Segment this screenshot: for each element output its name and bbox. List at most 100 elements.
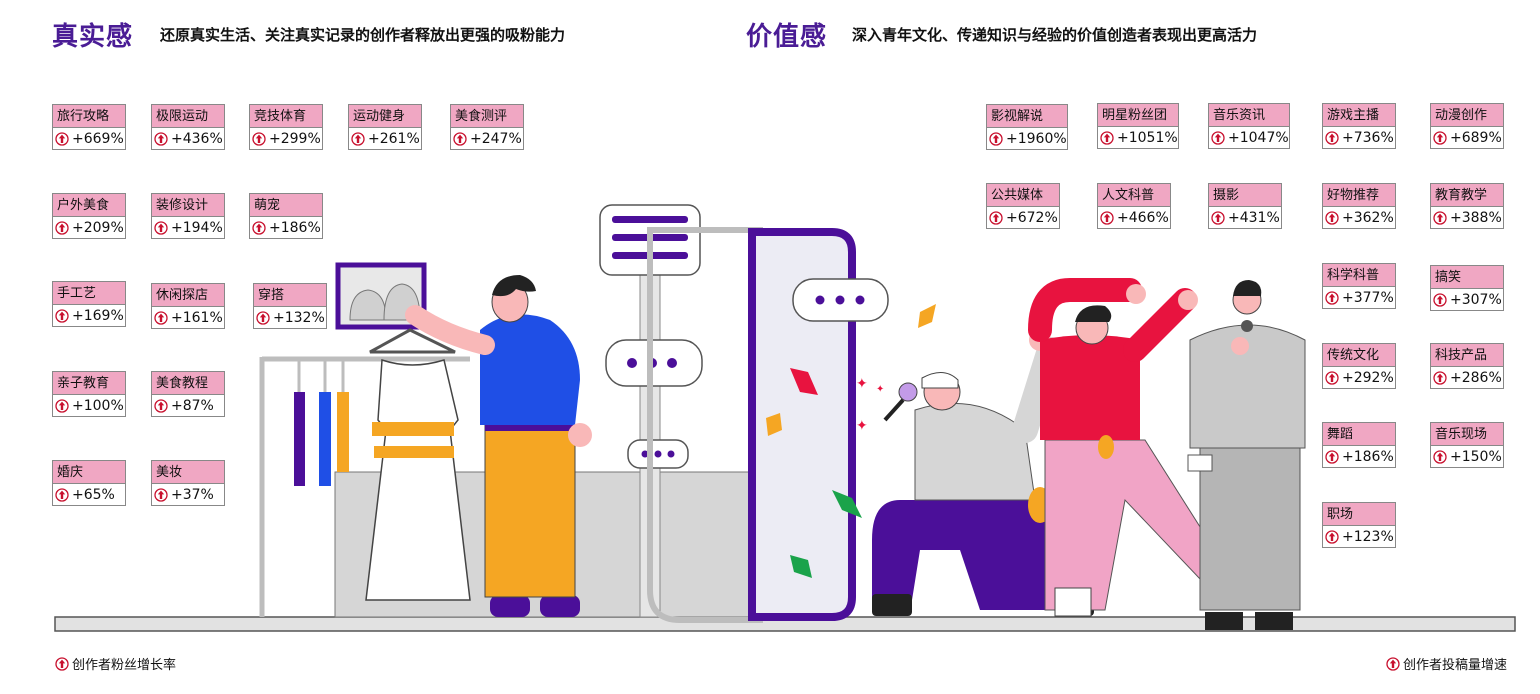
tag-value: +672% [1006, 210, 1058, 226]
left-section-subtitle: 还原真实生活、关注真实记录的创作者释放出更强的吸粉能力 [160, 26, 566, 44]
growth-arrow-icon [1325, 530, 1339, 544]
tag-card: 穿搭+132% [253, 283, 327, 329]
tag-name: 摄影 [1209, 184, 1281, 207]
tag-value: +736% [1342, 130, 1394, 146]
growth-arrow-icon [154, 399, 168, 413]
tag-name: 美食测评 [451, 105, 523, 128]
growth-arrow-icon [55, 656, 69, 671]
tag-card: 传统文化 +292% [1322, 343, 1396, 389]
tag-name: 游戏主播 [1323, 104, 1395, 127]
growth-arrow-icon [453, 132, 467, 146]
tag-value: +87% [171, 398, 214, 414]
svg-text:✦: ✦ [876, 384, 884, 395]
tag-card: 萌宠+186% [249, 193, 323, 239]
tag-value: +436% [171, 131, 223, 147]
tag-name: 运动健身 [349, 105, 421, 128]
growth-arrow-icon [1325, 211, 1339, 225]
tag-name: 动漫创作 [1431, 104, 1503, 127]
clothing-rack [259, 356, 470, 617]
growth-arrow-icon [1325, 131, 1339, 145]
svg-text:✦: ✦ [856, 418, 868, 434]
growth-arrow-icon [1386, 656, 1400, 671]
growth-arrow-icon [154, 132, 168, 146]
right-section-subtitle: 深入青年文化、传递知识与经验的价值创造者表现出更高活力 [852, 26, 1258, 44]
tag-value: +377% [1342, 290, 1394, 306]
tag-card: 音乐现场 +150% [1430, 422, 1504, 468]
growth-arrow-icon [1211, 211, 1225, 225]
tag-card: 运动健身 +261% [348, 104, 422, 150]
growth-arrow-icon [1100, 211, 1114, 225]
tag-card: 美食教程 +87% [151, 371, 225, 417]
tag-value: +65% [72, 487, 115, 503]
growth-arrow-icon [1433, 450, 1447, 464]
tag-value: +247% [470, 131, 522, 147]
tag-card: 极限运动+436% [151, 104, 225, 150]
tag-name: 美妆 [152, 461, 224, 484]
tag-name: 影视解说 [987, 105, 1067, 128]
tag-value: +299% [269, 131, 321, 147]
tag-card: 摄影+431% [1208, 183, 1282, 229]
growth-arrow-icon [154, 221, 168, 235]
suit-man [1187, 280, 1306, 630]
tag-value: +209% [72, 220, 124, 236]
tag-card: 户外美食 +209% [52, 193, 126, 239]
tag-value: +669% [72, 131, 124, 147]
tag-card: 人文科普+466% [1097, 183, 1171, 229]
tag-name: 旅行攻略 [53, 105, 125, 128]
growth-arrow-icon [252, 132, 266, 146]
tag-name: 科技产品 [1431, 344, 1503, 367]
right-legend: 创作者投稿量增速 [1386, 654, 1507, 673]
tag-card: 影视解说 +1960% [986, 104, 1068, 150]
tag-card: 亲子教育+100% [52, 371, 126, 417]
tag-name: 美食教程 [152, 372, 224, 395]
tag-card: 教育教学+388% [1430, 183, 1504, 229]
tag-value: +150% [1450, 449, 1502, 465]
left-section-title: 真实感 [52, 22, 134, 52]
growth-arrow-icon [1433, 131, 1447, 145]
tag-card: 搞笑+307% [1430, 265, 1504, 311]
tag-value: +261% [368, 131, 420, 147]
speech-bubble [792, 278, 889, 322]
tag-name: 音乐资讯 [1209, 104, 1289, 127]
tag-value: +1960% [1006, 131, 1067, 147]
tag-card: 公共媒体+672% [986, 183, 1060, 229]
growth-arrow-icon [55, 221, 69, 235]
tag-name: 竞技体育 [250, 105, 322, 128]
growth-arrow-icon [1325, 291, 1339, 305]
tag-name: 婚庆 [53, 461, 125, 484]
tag-card: 旅行攻略 +669% [52, 104, 126, 150]
growth-arrow-icon [154, 488, 168, 502]
left-legend: 创作者粉丝增长率 [55, 654, 176, 673]
tag-value: +362% [1342, 210, 1394, 226]
tag-value: +286% [1450, 370, 1502, 386]
tag-value: +466% [1117, 210, 1169, 226]
growth-arrow-icon [1325, 371, 1339, 385]
tag-card: 装修设计 +194% [151, 193, 225, 239]
tag-name: 户外美食 [53, 194, 125, 217]
tag-card: 职场+123% [1322, 502, 1396, 548]
growth-arrow-icon [1100, 131, 1114, 145]
growth-arrow-icon [1433, 211, 1447, 225]
woman-figure [405, 275, 592, 617]
svg-text:✦: ✦ [856, 376, 868, 392]
tag-name: 装修设计 [152, 194, 224, 217]
tag-name: 音乐现场 [1431, 423, 1503, 446]
tag-value: +123% [1342, 529, 1394, 545]
tag-value: +37% [171, 487, 214, 503]
hanging-clothes [294, 359, 349, 486]
tag-value: +307% [1450, 292, 1502, 308]
tag-value: +689% [1450, 130, 1502, 146]
legend-label: 创作者粉丝增长率 [72, 658, 177, 673]
tag-card: 明星粉丝团+1051% [1097, 103, 1179, 149]
tag-name: 传统文化 [1323, 344, 1395, 367]
tag-card: 婚庆 +65% [52, 460, 126, 506]
tag-value: +186% [1342, 449, 1394, 465]
tag-card: 好物推荐 +362% [1322, 183, 1396, 229]
tag-value: +186% [269, 220, 321, 236]
tag-value: +194% [171, 220, 223, 236]
tag-value: +292% [1342, 370, 1394, 386]
tag-name: 舞蹈 [1323, 423, 1395, 446]
tag-card: 舞蹈 +186% [1322, 422, 1396, 468]
tag-name: 好物推荐 [1323, 184, 1395, 207]
